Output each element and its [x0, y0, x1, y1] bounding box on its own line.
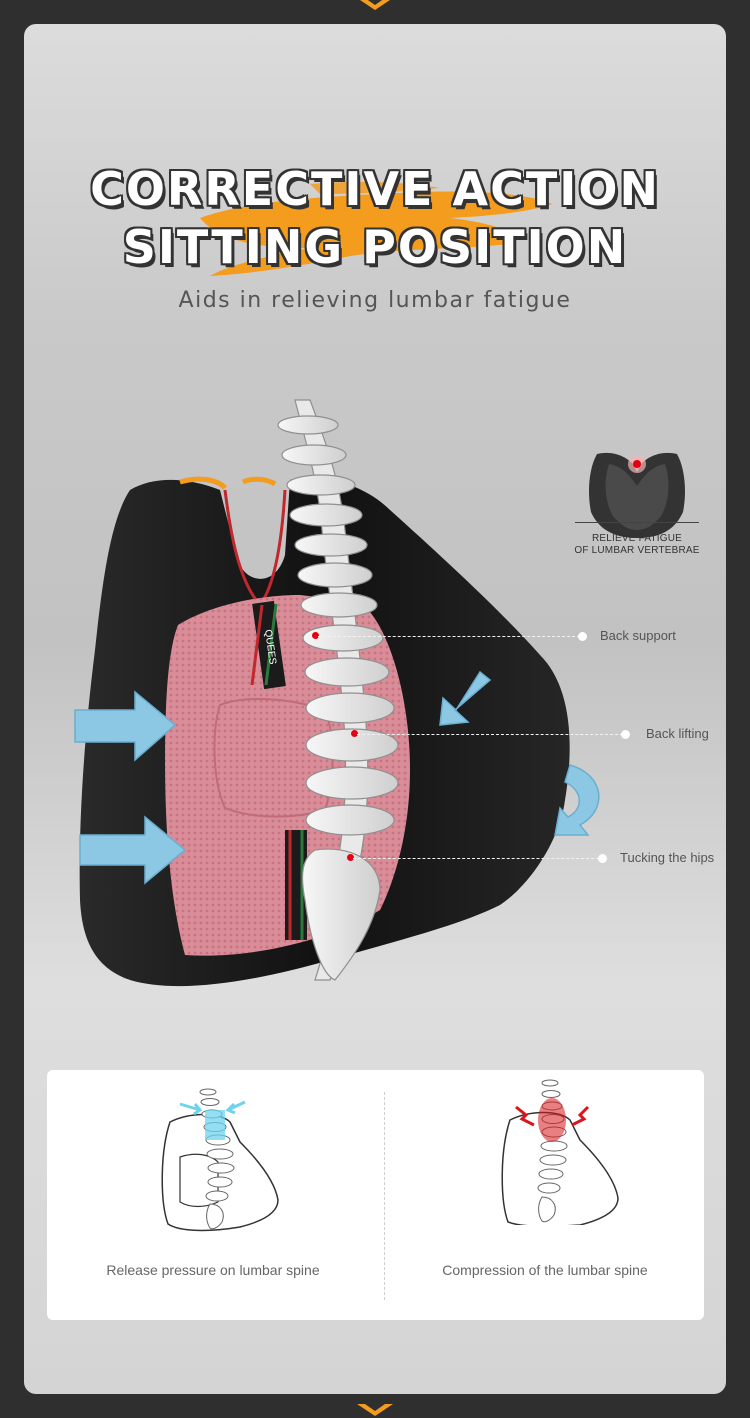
- callout-dot-back-lifting: [621, 730, 630, 739]
- headline-line-2: SITTING POSITION: [122, 220, 628, 274]
- badge-caption-line-1: RELIEVE FATIGUE: [591, 533, 683, 544]
- spine: [277, 399, 399, 981]
- compression-diagram-icon: [501, 1079, 619, 1225]
- marker-back-lifting: [351, 730, 358, 737]
- callout-line-tucking-hips: [353, 858, 599, 859]
- headline-line-1: CORRECTIVE ACTION: [90, 162, 660, 216]
- brush-stroke-decoration: [200, 181, 552, 276]
- callout-label-back-support: Back support: [600, 628, 676, 643]
- chevron-down-icon: [357, 1404, 393, 1416]
- pressure-arrows: [74, 670, 600, 885]
- badge-divider: [575, 522, 699, 523]
- marker-back-support: [312, 632, 319, 639]
- callout-line-back-support: [318, 636, 580, 637]
- callout-dot-back-support: [578, 632, 587, 641]
- chevron-down-icon: [360, 0, 390, 10]
- badge-caption-line-2: OF LUMBAR VERTEBRAE: [574, 545, 700, 556]
- callout-label-back-lifting: Back lifting: [646, 726, 709, 741]
- cushion-front-icon: [589, 452, 685, 538]
- callout-dot-tucking-hips: [598, 854, 607, 863]
- callout-line-back-lifting: [357, 734, 623, 735]
- comparison-divider: [384, 1092, 385, 1300]
- compression-caption: Compression of the lumbar spine: [442, 1262, 648, 1278]
- badge-caption: RELIEVE FATIGUE OF LUMBAR VERTEBRAE: [565, 533, 709, 557]
- callout-label-tucking-hips: Tucking the hips: [620, 850, 715, 865]
- cushion-edge-right: [241, 476, 277, 487]
- subtitle: Aids in relieving lumbar fatigue: [178, 288, 572, 313]
- cushion-edge-left: [179, 476, 227, 490]
- headline: CORRECTIVE ACTION SITTING POSITION: [0, 160, 750, 276]
- marker-tucking-hips: [347, 854, 354, 861]
- relief-diagram-icon: [161, 1088, 279, 1232]
- strap-logo: QUEES: [262, 629, 278, 666]
- relief-caption: Release pressure on lumbar spine: [106, 1262, 320, 1278]
